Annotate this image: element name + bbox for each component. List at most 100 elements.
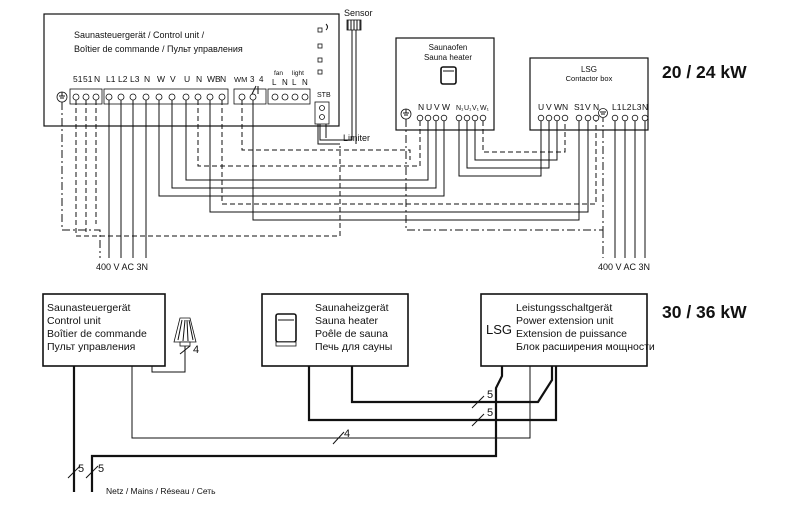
- heater-line: Saunaheizgerät: [315, 302, 389, 314]
- terminal-label: V: [170, 74, 176, 84]
- terminal-label: N: [196, 74, 202, 84]
- supply-label-right: 400 V AC 3N: [598, 262, 650, 272]
- terminal-label: U₁: [464, 105, 472, 112]
- terminal-label: N: [642, 102, 648, 112]
- terminal-label-4: 4: [259, 75, 264, 84]
- sauna-heater-icon: [440, 66, 457, 85]
- wiring-20-24kw: [61, 100, 646, 258]
- sensor-icon: [173, 317, 197, 347]
- cable-tick: [471, 413, 485, 427]
- terminal-label: W: [554, 102, 562, 112]
- heater-title-line2: Sauna heater: [424, 53, 472, 62]
- power-label-30-36kw: 30 / 36 kW: [662, 302, 747, 322]
- terminal-label: N: [562, 102, 568, 112]
- heater-title-line1: Saunaofen: [429, 43, 468, 52]
- sauna-heater-icon: [275, 313, 297, 347]
- sensor-cable-b: [151, 346, 186, 373]
- terminal-label: 51: [73, 74, 83, 84]
- contactor-terminal-screws: [537, 114, 649, 122]
- control-unit-line: Saunasteuergerät: [47, 302, 131, 314]
- cable-tick: [67, 465, 81, 479]
- terminal-label: L2: [118, 74, 128, 84]
- extension-line: Power extension unit: [516, 315, 614, 327]
- ground-icon: [400, 108, 412, 120]
- heater-cable-1: [350, 366, 554, 404]
- ground-icon: [598, 108, 608, 118]
- heater-line: Печь для сауны: [315, 341, 392, 353]
- terminal-label: N: [302, 78, 308, 87]
- heater-cable-1-count: 5: [487, 389, 493, 401]
- terminal-label: W₁: [480, 105, 490, 112]
- terminal-label: V: [585, 102, 591, 112]
- terminal-label: L2: [622, 102, 632, 112]
- terminal-block-main: [103, 88, 229, 105]
- heater-cable-2-count: 5: [487, 407, 493, 419]
- control-link-count: 4: [344, 428, 350, 440]
- supply-label-left: 400 V AC 3N: [96, 262, 148, 272]
- heater-cable-2: [307, 366, 558, 422]
- control-unit-title-line1: Saunasteuergerät / Control unit /: [74, 30, 205, 40]
- terminal-label: N: [220, 74, 226, 84]
- terminal-label-3: 3: [250, 75, 255, 84]
- control-unit-line: Control unit: [47, 315, 101, 327]
- terminal-label: V: [546, 102, 552, 112]
- terminal-label: N: [94, 74, 100, 84]
- control-unit-box-b: [42, 293, 166, 367]
- control-link-cable: [131, 366, 531, 439]
- terminal-label: WB: [207, 74, 221, 84]
- cable-tick: [179, 345, 191, 355]
- stb-block: [314, 101, 330, 125]
- terminal-label: L3: [632, 102, 642, 112]
- terminal-label: N: [593, 102, 599, 112]
- mains-cable-right: [90, 366, 504, 492]
- sensor-label: Sensor: [344, 8, 373, 18]
- terminal-label: L: [292, 78, 297, 87]
- extension-line: Блок расширения мощности: [516, 341, 655, 353]
- cable-tick: [332, 431, 345, 445]
- control-unit-terminal-labels: 51 51 N L1 L2 L3 N W V U N WB N: [73, 74, 226, 84]
- extension-line: Extension de puissance: [516, 328, 627, 340]
- heater-line: Poêle de sauna: [315, 328, 388, 340]
- heater-line: Sauna heater: [315, 315, 379, 327]
- control-unit-indicators: [317, 23, 328, 75]
- fan-label: fan: [274, 70, 283, 77]
- control-unit-title-line2: Boîtier de commande / Пульт управления: [74, 44, 243, 54]
- ground-icon: [56, 91, 68, 103]
- section-20-24kw: Saunasteuergerät / Control unit / Boîtie…: [43, 8, 747, 272]
- extension-line: Leistungsschaltgerät: [516, 302, 612, 314]
- heater-terminal-screws: [416, 114, 487, 122]
- relay-contact-icon: [251, 85, 259, 95]
- terminal-label: L1: [106, 74, 116, 84]
- terminal-label: V: [434, 102, 440, 112]
- light-label: light: [292, 70, 304, 77]
- sensor-wire: [319, 30, 357, 144]
- terminal-label: N: [144, 74, 150, 84]
- mains-left-count: 5: [78, 463, 84, 475]
- terminal-label: V₁: [472, 105, 480, 112]
- sensor-icon: [346, 19, 362, 31]
- terminal-label: 51: [83, 74, 93, 84]
- mains-right-count: 5: [98, 463, 104, 475]
- limiter-wire: [317, 124, 340, 145]
- terminal-label: N₁: [456, 105, 464, 112]
- terminal-label: L: [272, 78, 277, 87]
- limiter-label: Limiter: [343, 133, 370, 143]
- mains-label: Netz / Mains / Réseau / Сеть: [106, 486, 216, 496]
- cable-tick: [471, 395, 485, 409]
- terminal-label: S1: [574, 102, 585, 112]
- terminal-block-fan-light: [267, 88, 311, 105]
- terminal-label: W: [157, 74, 165, 84]
- contactor-title-line2: Contactor box: [566, 74, 613, 83]
- terminal-label: U: [426, 102, 432, 112]
- terminal-label-wm: WM: [234, 75, 247, 84]
- sensor-cable-count: 4: [193, 344, 199, 356]
- terminal-label: U: [538, 102, 544, 112]
- lsg-abbr: LSG: [486, 322, 512, 337]
- contactor-title-line1: LSG: [581, 65, 597, 74]
- power-label-20-24kw: 20 / 24 kW: [662, 62, 747, 82]
- control-unit-line: Boîtier de commande: [47, 328, 147, 340]
- stb-label: STB: [317, 92, 331, 99]
- terminal-screws: [72, 93, 226, 101]
- terminal-label: W: [442, 102, 450, 112]
